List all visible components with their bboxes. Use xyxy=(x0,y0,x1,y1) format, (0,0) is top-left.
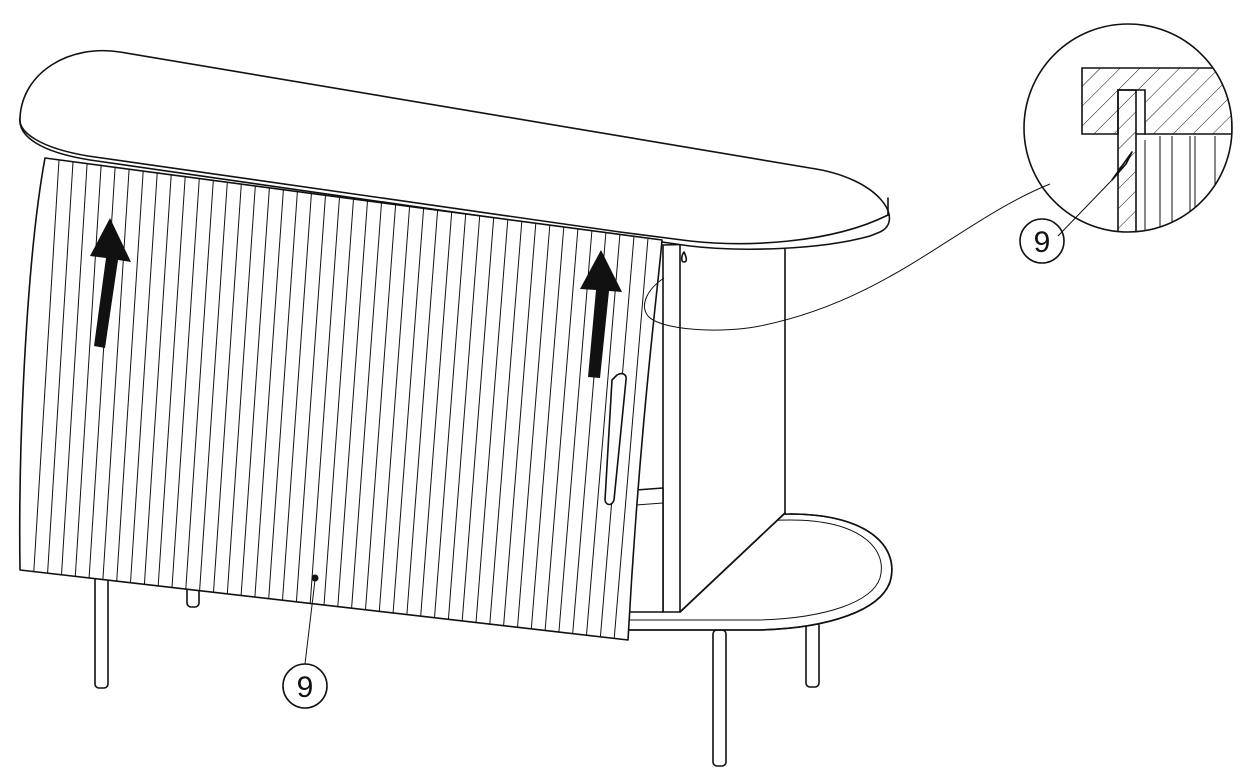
door-slat xyxy=(475,219,509,623)
door-slat xyxy=(130,172,158,583)
door-slat xyxy=(503,223,537,626)
door-slat xyxy=(530,226,565,629)
door-slat xyxy=(33,159,60,572)
door-slat xyxy=(240,187,270,596)
detail-leader-line xyxy=(644,183,1051,331)
door-slat xyxy=(282,193,312,601)
door-slat xyxy=(406,210,439,615)
door-slat xyxy=(489,221,523,625)
door-slat xyxy=(323,198,354,606)
door-slat xyxy=(143,174,172,585)
door-slat xyxy=(171,178,200,588)
door-slat xyxy=(558,230,593,633)
door-slat xyxy=(447,215,481,620)
door-slat xyxy=(268,191,298,599)
door-slat xyxy=(392,208,425,614)
door-slat xyxy=(309,197,340,604)
door-slat xyxy=(226,185,256,594)
door-handle[interactable] xyxy=(604,372,627,506)
up-arrow-icon xyxy=(90,218,131,348)
rail-groove xyxy=(680,251,688,263)
part-number-label: 9 xyxy=(297,671,314,704)
door-slat xyxy=(613,238,649,639)
door-slat xyxy=(199,182,228,591)
door-slat xyxy=(434,213,467,618)
leg-front-right xyxy=(712,629,727,767)
top-rail-section xyxy=(1081,67,1232,135)
door-slat xyxy=(157,176,186,586)
door-edge-section xyxy=(1117,89,1137,232)
part-callout: 9 xyxy=(282,579,328,709)
door-slat xyxy=(337,200,368,607)
tabletop xyxy=(19,49,891,250)
door-slat xyxy=(47,161,74,574)
pointer-arrowhead xyxy=(1111,151,1133,181)
door-slat xyxy=(295,195,326,602)
door-slat xyxy=(517,225,551,628)
door-slat xyxy=(185,180,214,590)
door-slat xyxy=(544,228,579,631)
door-slat xyxy=(461,217,495,621)
cabinet-body xyxy=(627,241,786,613)
door-slat xyxy=(586,234,621,636)
door-slat xyxy=(213,184,242,593)
door-slat xyxy=(420,211,453,617)
leg-front-left xyxy=(94,569,109,689)
door-slat xyxy=(74,165,102,577)
door-slats xyxy=(33,159,649,639)
up-arrow-icon xyxy=(580,250,622,378)
leg-back-right xyxy=(805,621,820,688)
door-slat xyxy=(254,189,284,598)
detail-view xyxy=(1023,23,1233,237)
door-slat xyxy=(61,163,88,575)
door-slat xyxy=(365,204,397,610)
door-slat xyxy=(378,206,411,612)
door-slat xyxy=(102,169,130,580)
tambour-door xyxy=(18,157,663,641)
door-slat xyxy=(116,170,144,582)
part-number-label: 9 xyxy=(1034,226,1051,259)
door-slat xyxy=(351,202,382,609)
part-callout: 9 xyxy=(1019,218,1065,264)
part-marker-dot xyxy=(311,574,319,582)
